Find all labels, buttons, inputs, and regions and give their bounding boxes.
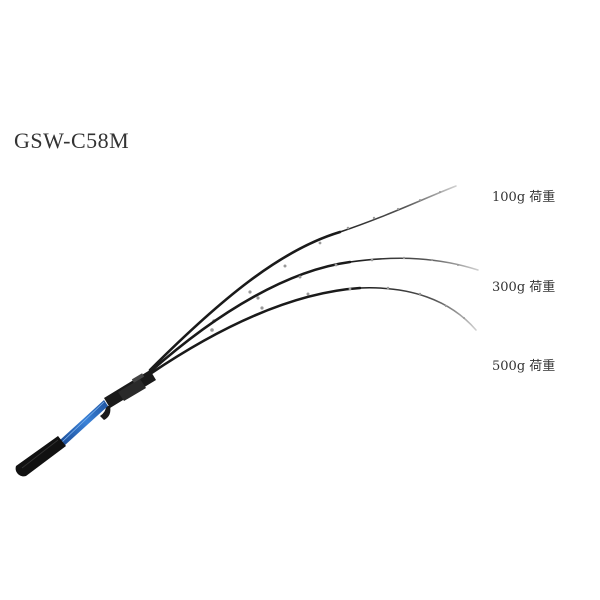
- load-label-500g: 500g 荷重: [492, 359, 556, 374]
- rod-curve-500g: [148, 286, 477, 376]
- butt-section: [60, 400, 108, 446]
- line-guides-300g: [256, 256, 459, 300]
- line-guides-500g: [210, 286, 465, 332]
- rod-curve-300g: [148, 256, 479, 374]
- line-guides-100g: [212, 191, 441, 323]
- rod-curve-100g: [148, 185, 457, 372]
- load-label-100g: 100g 荷重: [492, 190, 556, 205]
- rear-grip: [15, 436, 66, 477]
- reel-seat: [100, 370, 156, 420]
- model-title: GSW-C58M: [14, 128, 130, 153]
- trigger-icon: [100, 406, 111, 420]
- load-label-300g: 300g 荷重: [492, 280, 556, 295]
